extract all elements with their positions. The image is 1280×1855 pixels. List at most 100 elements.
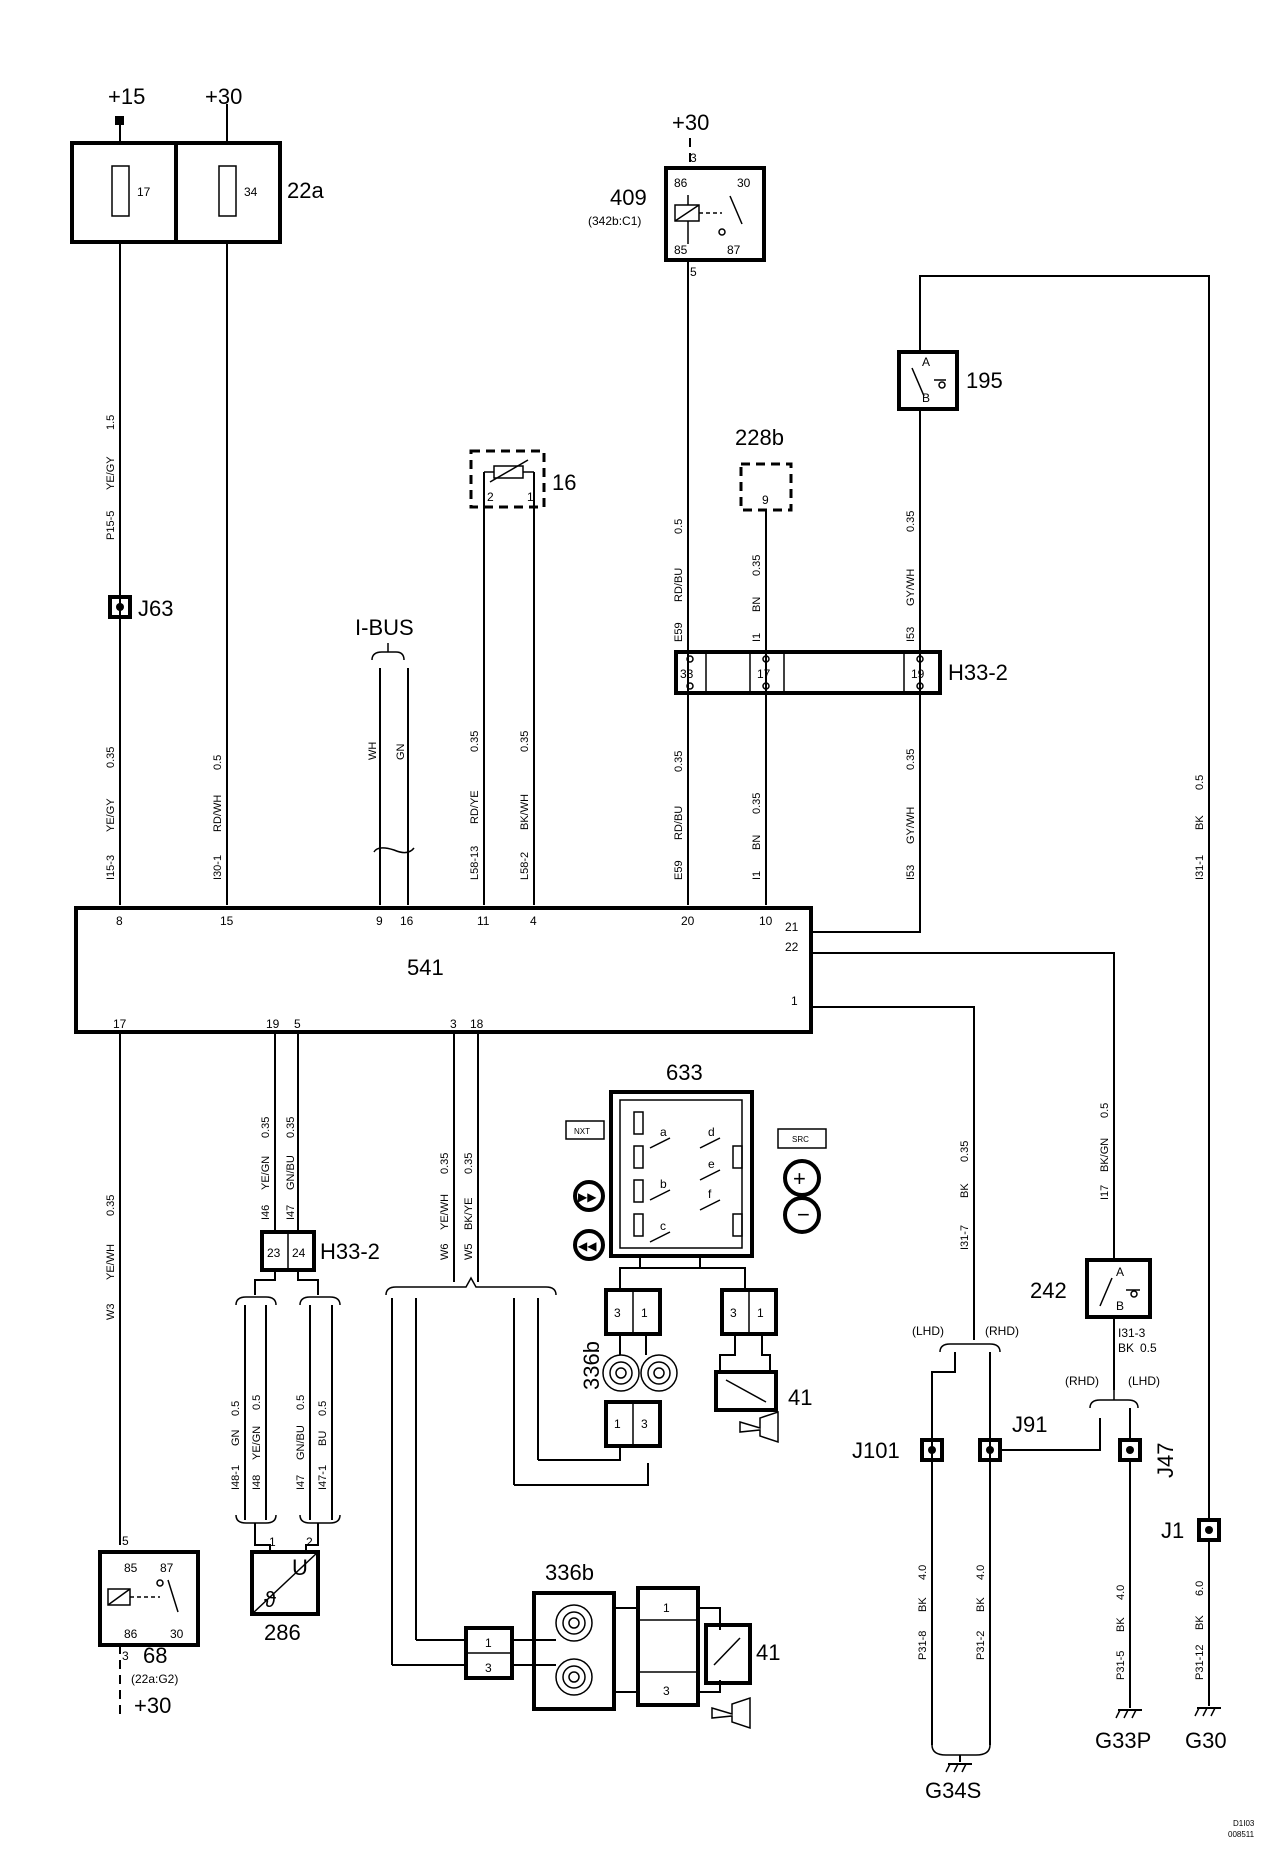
wire-label-i47-b: I47 [295,1475,307,1490]
wire-label-rdwh: RD/WH [212,795,224,832]
relay-409-p86: 86 [674,176,688,190]
sensor-16-pin-2: 2 [487,490,494,504]
fuse-34 [218,165,237,217]
wire-label-bkgn: BK/GN [1099,1138,1111,1172]
wire-label-bkwh: BK/WH [519,794,531,830]
relay-68-p30: 30 [170,1627,184,1641]
next-track-button[interactable] [573,1180,605,1212]
relay-68 [98,1550,200,1647]
h33-pin-33: 33 [680,667,694,681]
junction-j101 [920,1438,944,1462]
comp-228b-label: 228b [735,425,784,450]
ecu-541-label: 541 [407,955,444,980]
wire-label-w5: W5 [463,1244,475,1261]
wire-label-p31-8: P31-8 [917,1631,929,1660]
supply-30-label: +30 [205,84,242,109]
wire-label-035-h: 0.35 [905,749,917,770]
wire-label-p15-5: P15-5 [105,511,117,540]
comp-336b-bottom [532,1591,616,1711]
relay-68-p86: 86 [124,1627,138,1641]
wire-label-035-c: 0.35 [519,731,531,752]
wire-label-p31-2: P31-2 [975,1631,987,1660]
ecu-pin-5: 5 [294,1017,301,1031]
relay-409-ref: (342b:C1) [588,214,641,228]
wire-label-05-h: 0.5 [1099,1103,1111,1118]
minus-icon: − [797,1202,810,1227]
ecu-pin-4: 4 [530,914,537,928]
volume-up-button[interactable] [783,1159,821,1197]
wire-label-i31-1: I31-1 [1194,855,1206,880]
wire-label-035-e: 0.35 [905,511,917,532]
sensor-286 [250,1550,320,1616]
ecu-pin-20: 20 [681,914,695,928]
switch-195 [897,350,959,411]
ecu-pin-19: 19 [266,1017,280,1031]
h33-pin-24: 24 [292,1246,306,1260]
relay-68-label: 68 [143,1643,167,1668]
fuse-box-label: 22a [287,178,324,203]
horn-top-icon [739,1410,779,1444]
switch-195-a: A [922,355,930,369]
wire-label-yegy-035: YE/GY [105,798,117,832]
connector-h33-2-top-label: H33-2 [948,660,1008,685]
switch-d-label: d [708,1125,715,1139]
comp-41-top-label: 41 [788,1385,812,1410]
coil-bottom-top-icon [555,1604,593,1642]
wire-label-i48-1: I48-1 [230,1465,242,1490]
j63-label: J63 [138,596,173,621]
supply-15-label: +15 [108,84,145,109]
wire-label-05-a: 0.5 [212,755,224,770]
coil-left-icon [602,1354,640,1392]
wire-label-i1-t: I1 [751,633,763,642]
wire-label-bk-1: BK [1194,815,1206,830]
wire-label-05-f: 0.5 [295,1395,307,1410]
comp-336b-bottom-label: 336b [545,1560,594,1585]
nxt-label: NXT [574,1127,590,1136]
wire-label-035-g: 0.35 [751,793,763,814]
wire-label-bk-2: BK [959,1183,971,1198]
ibus-label: I-BUS [355,615,414,640]
wire-label-i46: I46 [260,1205,272,1220]
ecu-pin-17: 17 [113,1017,127,1031]
relay-68-ref: (22a:G2) [131,1672,178,1686]
volume-down-button[interactable] [783,1196,821,1234]
supply-30-relay-label: +30 [672,110,709,135]
nxt-button[interactable] [565,1120,605,1140]
wire-label-e59-t: E59 [673,622,685,642]
relay-409-pin-5: 5 [690,265,697,279]
switch-e-label: e [708,1157,715,1171]
wire-label-4-0-b: 4.0 [975,1565,987,1580]
comp-633-label: 633 [666,1060,703,1085]
wire-label-rdbu-t: RD/BU [673,568,685,602]
coil-right-icon [640,1354,678,1392]
rhd-label-1: (RHD) [985,1324,1019,1338]
wire-label-05-g: 0.5 [317,1401,329,1416]
footer-code-2: 008511 [1228,1830,1255,1839]
relay-409-label: 409 [610,185,647,210]
ecu-pin-11: 11 [477,914,490,928]
wire-label-1-5: 1.5 [105,415,117,430]
336b-top-pin-1b: 1 [757,1306,764,1320]
comp-336b-top-label: 336b [579,1341,604,1390]
wire-label-i17: I17 [1099,1185,1111,1200]
fuse-34-label: 34 [244,185,258,199]
prev-track-button[interactable] [573,1229,605,1261]
wire-label-l58-2: L58-2 [519,852,531,880]
wire-label-gn: GN [395,743,407,760]
336b-top-pin-3b: 3 [730,1306,737,1320]
plus-icon: + [793,1166,806,1191]
h33-pin-19: 19 [911,667,925,681]
src-button[interactable] [777,1128,827,1149]
sensor-286-pin-2: 2 [306,1535,313,1549]
j1-label: J1 [1161,1518,1184,1543]
wire-label-gywh-t: GY/WH [905,569,917,606]
relay-409-p87: 87 [727,243,741,257]
prev-track-icon: ◀◀ [578,1239,597,1253]
wire-label-035-b: 0.35 [469,731,481,752]
wire-label-bu: BU [317,1431,329,1446]
switch-195-b: B [922,391,930,405]
wire-label-wh: WH [367,742,379,760]
wire-label-035-i: 0.35 [105,1195,117,1216]
relay-409-pin-3: 3 [690,151,697,165]
